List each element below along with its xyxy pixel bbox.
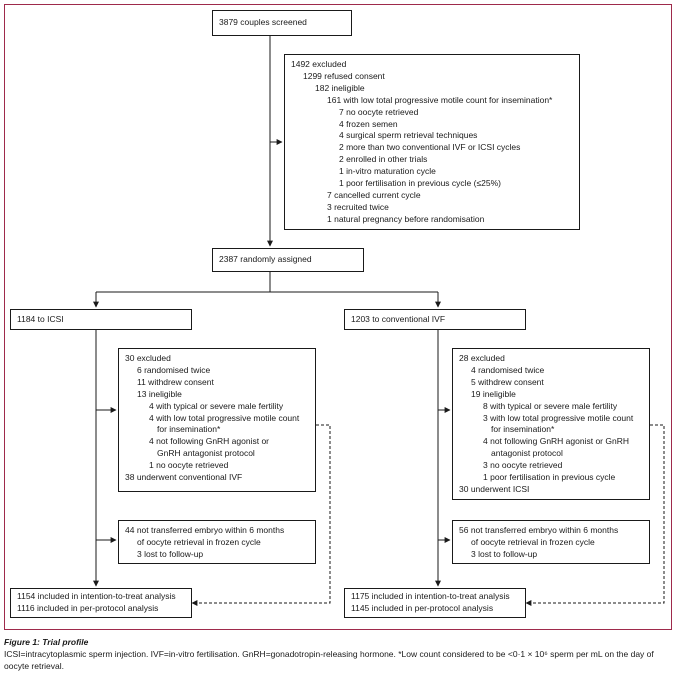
natural-pregnancy: 1 natural pregnancy before randomisation xyxy=(327,213,485,224)
icsi-not-transferred: 44 not transferred embryo within 6 month… xyxy=(125,525,285,535)
icsi-excluded-total: 30 excluded xyxy=(125,353,171,363)
ivf-not-transferred-cont: of oocyte retrieval in frozen cycle xyxy=(471,536,595,547)
ivf-not-following-protocol-cont: antagonist protocol xyxy=(491,448,563,459)
recruited-twice: 3 recruited twice xyxy=(327,201,389,212)
ivf-randomised-twice: 4 randomised twice xyxy=(471,364,545,375)
ivf-not-transferred-box: 56 not transferred embryo within 6 month… xyxy=(452,520,650,564)
icsi-randomised-twice: 6 randomised twice xyxy=(137,364,211,375)
icsi-pp-analysis: 1116 included in per-protocol analysis xyxy=(17,602,159,613)
icsi-not-following-protocol-cont: GnRH antagonist protocol xyxy=(157,448,255,459)
ivm-cycle: 1 in-vitro maturation cycle xyxy=(339,166,436,177)
figure-frame xyxy=(4,4,672,630)
ivf-male-fertility: 8 with typical or severe male fertility xyxy=(483,400,618,411)
icsi-itt-analysis: 1154 included in intention-to-treat anal… xyxy=(17,591,176,601)
icsi-analysis-box: 1154 included in intention-to-treat anal… xyxy=(10,588,192,618)
ivf-lost-follow-up: 3 lost to follow-up xyxy=(471,548,538,559)
ivf-excluded-total: 28 excluded xyxy=(459,353,505,363)
ivf-no-oocyte: 3 no oocyte retrieved xyxy=(483,460,563,471)
ivf-crossover-dashed-line xyxy=(525,424,665,606)
ivf-pp-analysis: 1145 included in per-protocol analysis xyxy=(351,602,494,613)
icsi-withdrew-consent: 11 withdrew consent xyxy=(137,376,214,387)
icsi-underwent-ivf: 38 underwent conventional IVF xyxy=(125,472,243,483)
ivf-poor-fertilisation: 1 poor fertilisation in previous cycle xyxy=(483,472,616,483)
ivf-excluded-box: 28 excluded 4 randomised twice 5 withdre… xyxy=(452,348,650,500)
icsi-low-motile-count-cont: for insemination* xyxy=(157,424,221,435)
caption-title: Figure 1: Trial profile xyxy=(4,637,89,647)
refused-consent: 1299 refused consent xyxy=(303,70,385,81)
other-trials: 2 enrolled in other trials xyxy=(339,154,428,165)
icsi-excluded-box: 30 excluded 6 randomised twice 11 withdr… xyxy=(118,348,316,492)
ivf-arm-label: 1203 to conventional IVF xyxy=(351,313,446,324)
low-motile-count: 161 with low total progressive motile co… xyxy=(327,94,553,105)
icsi-arm-label: 1184 to ICSI xyxy=(17,313,64,324)
more-than-two-cycles: 2 more than two conventional IVF or ICSI… xyxy=(339,142,521,153)
caption-text: ICSI=intracytoplasmic sperm injection. I… xyxy=(4,649,654,671)
icsi-no-oocyte: 1 no oocyte retrieved xyxy=(149,460,229,471)
ivf-ineligible: 19 ineligible xyxy=(471,388,516,399)
icsi-male-fertility: 4 with typical or severe male fertility xyxy=(149,400,284,411)
randomised-box: 2387 randomly assigned xyxy=(212,248,364,272)
icsi-not-following-protocol: 4 not following GnRH agonist or xyxy=(149,436,270,447)
screened-label: 3879 couples screened xyxy=(219,17,307,28)
ivf-underwent-icsi: 30 underwent ICSI xyxy=(459,483,530,494)
ineligible-total: 182 ineligible xyxy=(315,82,365,93)
figure-caption: Figure 1: Trial profile ICSI=intracytopl… xyxy=(4,636,672,672)
ivf-not-transferred: 56 not transferred embryo within 6 month… xyxy=(459,525,619,535)
surgical-retrieval: 4 surgical sperm retrieval techniques xyxy=(339,130,478,141)
ivf-low-motile-count: 3 with low total progressive motile coun… xyxy=(483,412,634,423)
ivf-itt-analysis: 1175 included in intention-to-treat anal… xyxy=(351,591,510,601)
randomised-label: 2387 randomly assigned xyxy=(219,254,312,265)
icsi-ineligible: 13 ineligible xyxy=(137,388,182,399)
icsi-lost-follow-up: 3 lost to follow-up xyxy=(137,548,204,559)
ivf-not-following-protocol: 4 not following GnRH agonist or GnRH xyxy=(483,436,629,447)
screened-box: 3879 couples screened xyxy=(212,10,352,36)
poor-fertilisation: 1 poor fertilisation in previous cycle (… xyxy=(339,178,501,189)
no-oocyte: 7 no oocyte retrieved xyxy=(339,106,419,117)
excluded-main-box: 1492 excluded 1299 refused consent 182 i… xyxy=(284,54,580,230)
ivf-analysis-box: 1175 included in intention-to-treat anal… xyxy=(344,588,526,618)
ivf-withdrew-consent: 5 withdrew consent xyxy=(471,376,544,387)
icsi-arm-box: 1184 to ICSI xyxy=(10,309,192,330)
icsi-low-motile-count: 4 with low total progressive motile coun… xyxy=(149,412,300,423)
icsi-crossover-dashed-line xyxy=(191,424,331,606)
ivf-low-motile-count-cont: for insemination* xyxy=(491,424,555,435)
icsi-not-transferred-box: 44 not transferred embryo within 6 month… xyxy=(118,520,316,564)
icsi-not-transferred-cont: of oocyte retrieval in frozen cycle xyxy=(137,536,261,547)
frozen-semen: 4 frozen semen xyxy=(339,118,398,129)
ivf-arm-box: 1203 to conventional IVF xyxy=(344,309,526,330)
excluded-total: 1492 excluded xyxy=(291,59,347,69)
cancelled-cycle: 7 cancelled current cycle xyxy=(327,189,421,200)
